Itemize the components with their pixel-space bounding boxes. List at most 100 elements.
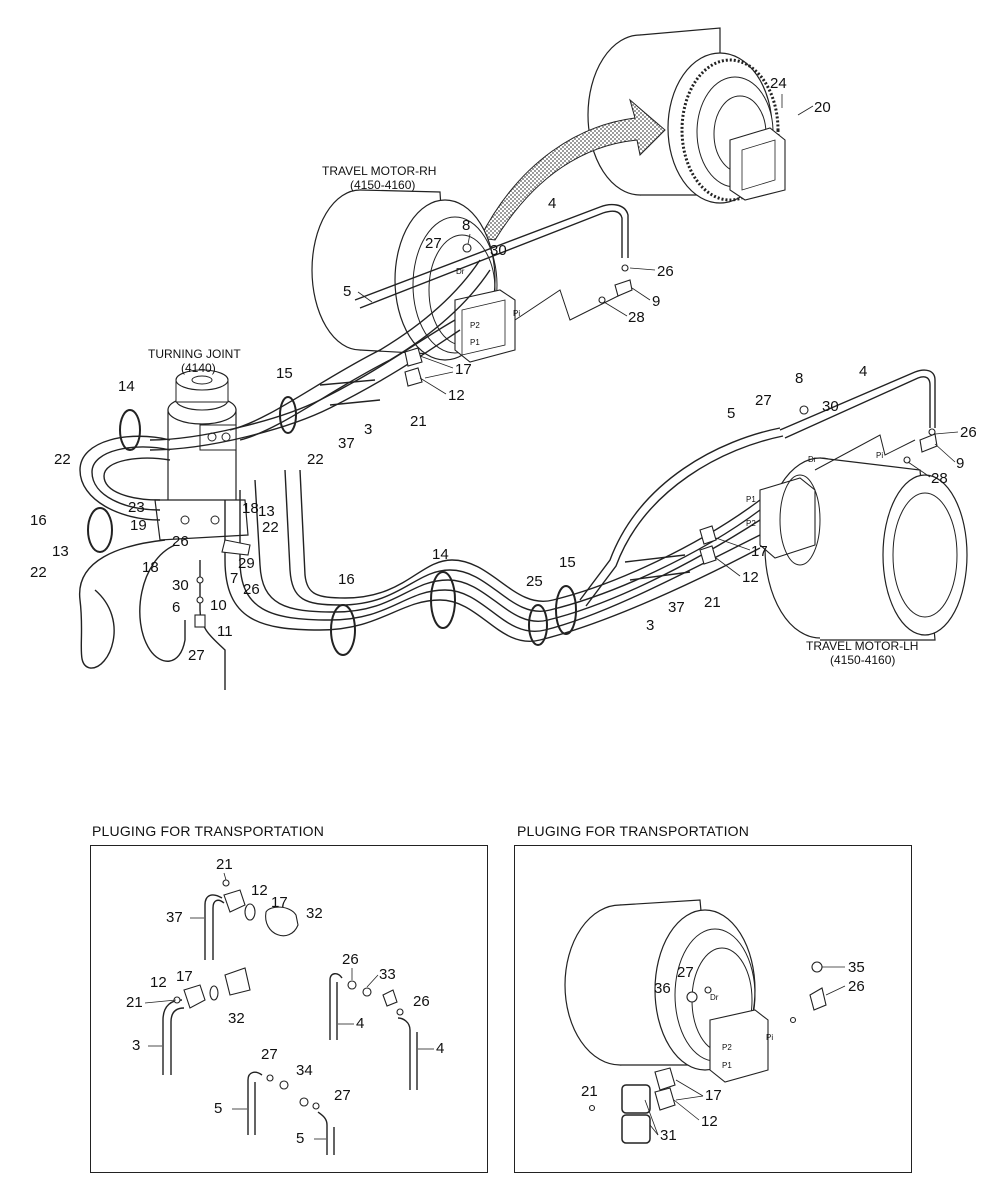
travel-motor-lh-label: TRAVEL MOTOR-LH [806, 639, 918, 653]
callout-3-b: 3 [646, 617, 654, 634]
callout-23: 23 [128, 499, 145, 516]
hose-loops-left [79, 435, 226, 690]
left-plug-panel [90, 845, 488, 1173]
callouts-left-panel: 21 12 17 37 32 12 17 21 32 3 26 33 26 4 … [126, 856, 444, 1147]
callout-17-b: 17 [751, 543, 768, 560]
plug-callout-3: 3 [132, 1037, 140, 1054]
hose-4-lh [779, 369, 936, 431]
callout-11: 11 [217, 623, 233, 640]
hose-clamps [87, 396, 577, 656]
flanges [319, 347, 717, 581]
callout-8: 8 [462, 217, 470, 234]
callout-25: 25 [526, 573, 543, 590]
port-p1-lh: P1 [746, 495, 756, 504]
hose-4-rh-inner [359, 210, 623, 309]
callout-15-b: 15 [559, 554, 576, 571]
leader-lines-main [357, 94, 959, 577]
hose-5-lh [579, 427, 781, 601]
callout-19: 19 [130, 517, 147, 534]
detail-arrow [479, 98, 666, 241]
plug-callout-12: 12 [701, 1113, 718, 1130]
port-p2-rh: P2 [470, 321, 480, 330]
callout-13-b: 13 [258, 503, 275, 520]
travel-motor-rh-label: TRAVEL MOTOR-RH [322, 164, 436, 178]
plug-callout-21-a: 21 [216, 856, 233, 873]
leader-lines-right-panel [644, 966, 846, 1136]
callout-17: 17 [455, 361, 472, 378]
callout-30-b: 30 [172, 577, 189, 594]
callout-37-b: 37 [668, 599, 685, 616]
plug-callout-5-b: 5 [296, 1130, 304, 1147]
plug-callout-4-b: 4 [436, 1040, 444, 1057]
callout-26-b: 26 [172, 533, 189, 550]
callout-15: 15 [276, 365, 293, 382]
callout-16-a: 16 [30, 512, 47, 529]
plug-callout-12-b: 12 [150, 974, 167, 991]
callout-18-a: 18 [242, 500, 259, 517]
callout-27: 27 [425, 235, 442, 252]
callout-27-c: 27 [755, 392, 772, 409]
callout-14-b: 14 [432, 546, 449, 563]
plug-callout-21-b: 21 [126, 994, 143, 1011]
turning-joint-label: TURNING JOINT [148, 347, 241, 361]
callout-22-b: 22 [307, 451, 324, 468]
plug-assembly-3 [162, 967, 251, 1075]
callout-7: 7 [230, 570, 238, 587]
drain-line-rh [514, 289, 621, 321]
plug-callout-26-b: 26 [413, 993, 430, 1010]
plug-callout-34: 34 [296, 1062, 313, 1079]
callout-10: 10 [210, 597, 227, 614]
callout-4: 4 [548, 195, 556, 212]
callout-20: 20 [814, 99, 831, 116]
port-p2-lh: P2 [746, 519, 756, 528]
callout-12: 12 [448, 387, 465, 404]
travel-motor-lh-code: (4150-4160) [830, 653, 895, 667]
plug-assembly-4 [329, 973, 418, 1090]
travel-motor-lh [759, 457, 968, 641]
plug-callout-27-b: 27 [334, 1087, 351, 1104]
callout-30: 30 [490, 242, 507, 259]
callout-24: 24 [770, 75, 787, 92]
callout-8-b: 8 [795, 370, 803, 387]
plug-port-p2: P2 [722, 1043, 732, 1052]
hose-bundle-lh [224, 469, 761, 643]
plug-callout-5-a: 5 [214, 1100, 222, 1117]
plug-callout-33: 33 [379, 966, 396, 983]
plug-callout-27: 27 [677, 964, 694, 981]
plug-callout-12-a: 12 [251, 882, 268, 899]
callout-28: 28 [628, 309, 645, 326]
callout-5-b: 5 [727, 405, 735, 422]
callout-12-b: 12 [742, 569, 759, 586]
callout-14: 14 [118, 378, 135, 395]
hose-bundle-rh [149, 259, 491, 451]
callout-22-a: 22 [54, 451, 71, 468]
callout-37: 37 [338, 435, 355, 452]
callouts-right-panel: 35 27 36 26 21 17 12 31 [581, 959, 865, 1144]
plug-callout-35: 35 [848, 959, 865, 976]
plug-callout-32-a: 32 [306, 905, 323, 922]
plug-callout-27-a: 27 [261, 1046, 278, 1063]
callout-28-b: 28 [931, 470, 948, 487]
plug-port-pi: Pi [766, 1033, 773, 1042]
callout-26-d: 26 [960, 424, 977, 441]
travel-motor-rh-code: (4150-4160) [350, 178, 415, 192]
plug-callout-37: 37 [166, 909, 183, 926]
plug-callout-26: 26 [848, 978, 865, 995]
callout-26-c: 26 [243, 581, 260, 598]
callout-4-b: 4 [859, 363, 867, 380]
callout-3: 3 [364, 421, 372, 438]
callout-27-b: 27 [188, 647, 205, 664]
callout-21-b: 21 [704, 594, 721, 611]
plug-callout-21: 21 [581, 1083, 598, 1100]
plug-callout-17-a: 17 [271, 894, 288, 911]
plug-callout-36: 36 [654, 980, 671, 997]
turning-joint [154, 369, 249, 541]
plug-callout-26-a: 26 [342, 951, 359, 968]
plug-port-dr: Dr [710, 993, 719, 1002]
fittings [194, 243, 938, 628]
callout-6: 6 [172, 599, 180, 616]
right-panel-title: PLUGING FOR TRANSPORTATION [517, 823, 750, 839]
turning-joint-code: (4140) [181, 361, 216, 375]
port-dr-lh: Dr [808, 455, 817, 464]
